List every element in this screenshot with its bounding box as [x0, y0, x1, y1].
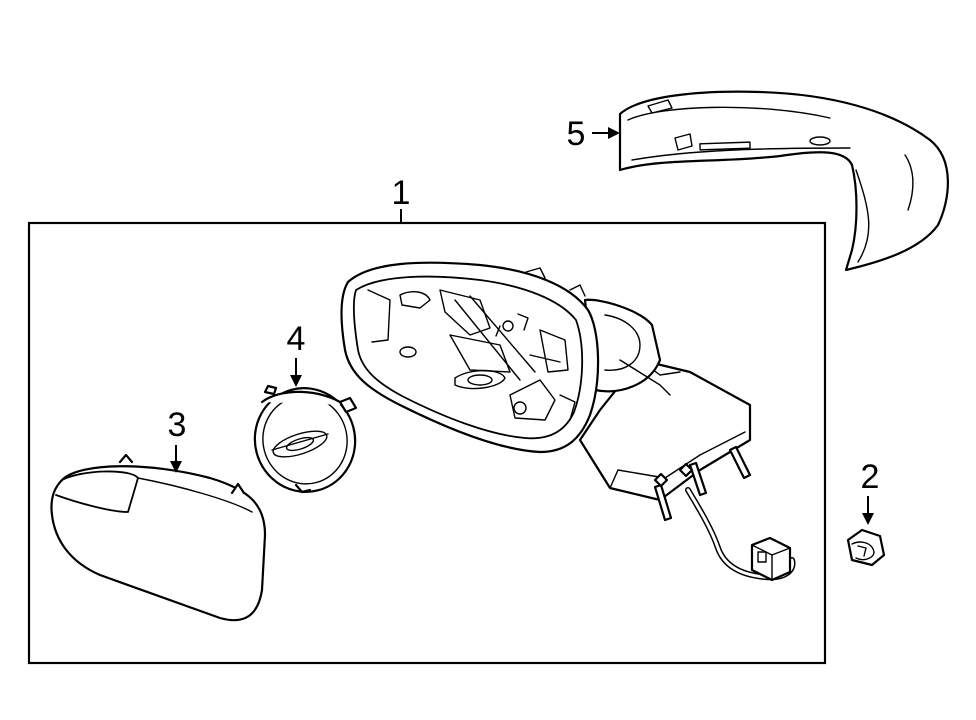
motor-arrow [290, 375, 302, 387]
callout-4: 4 [287, 320, 306, 358]
mirror-cap: 2 [846, 458, 886, 567]
mounting-studs [653, 445, 752, 522]
mirror-glass: 3 [50, 406, 267, 622]
mirror-motor: 4 [253, 320, 358, 494]
cap-arrow [862, 513, 874, 525]
cover-arrow [608, 127, 620, 139]
callout-1: 1 [392, 174, 411, 212]
mirror-cover: 5 [567, 90, 949, 272]
assembly-group: 1 [27, 174, 827, 665]
callout-3: 3 [168, 406, 187, 444]
glass-arrow [170, 461, 182, 473]
callout-5: 5 [567, 115, 586, 153]
mirror-housing [340, 261, 752, 522]
harness-connector [750, 536, 792, 582]
assembly-frame [27, 221, 827, 665]
callout-2: 2 [861, 458, 880, 496]
wiring-harness [685, 487, 796, 582]
